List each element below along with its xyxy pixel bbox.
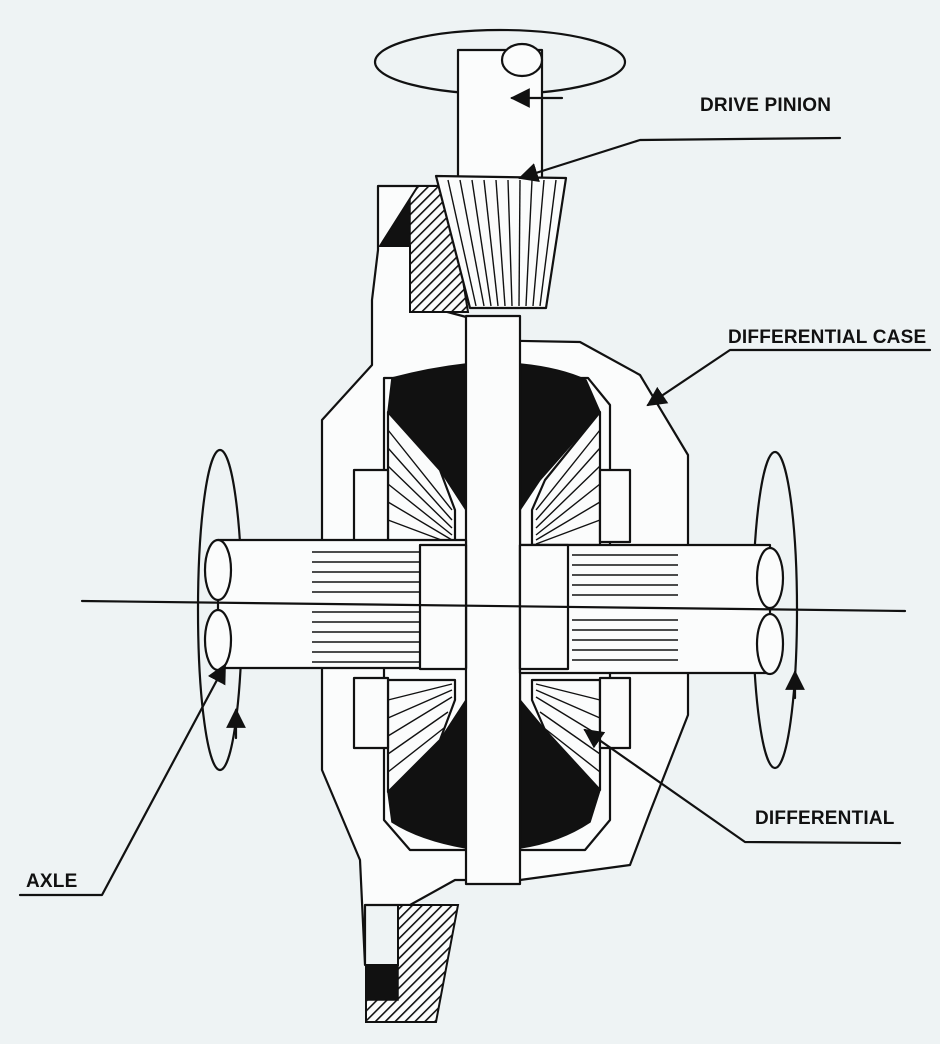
pinion-cross-shaft — [464, 314, 522, 886]
axle-center-line — [80, 599, 907, 613]
pinion-gear-bottom-block-right — [519, 697, 601, 849]
axle-leader — [18, 663, 227, 897]
left-hub-lower — [352, 676, 390, 750]
left-hub-upper — [352, 468, 390, 544]
ring-gear-bottom — [365, 904, 460, 1023]
label-drive-pinion: DRIVE PINION — [700, 95, 831, 116]
pinion-gear-top-block-right — [519, 363, 601, 513]
drive-pinion-leader — [518, 136, 842, 183]
differential-leader — [583, 728, 902, 845]
label-differential: DIFFERENTIAL — [755, 808, 895, 829]
differential-case-leader — [646, 348, 932, 407]
right-hub-lower — [598, 676, 632, 750]
label-differential-case: DIFFERENTIAL CASE — [728, 327, 926, 348]
right-hub-upper — [598, 468, 632, 544]
right-axle — [518, 543, 785, 676]
drive-pinion — [434, 42, 568, 310]
label-axle: AXLE — [26, 871, 77, 892]
pinion-gear-top-block — [387, 363, 467, 513]
